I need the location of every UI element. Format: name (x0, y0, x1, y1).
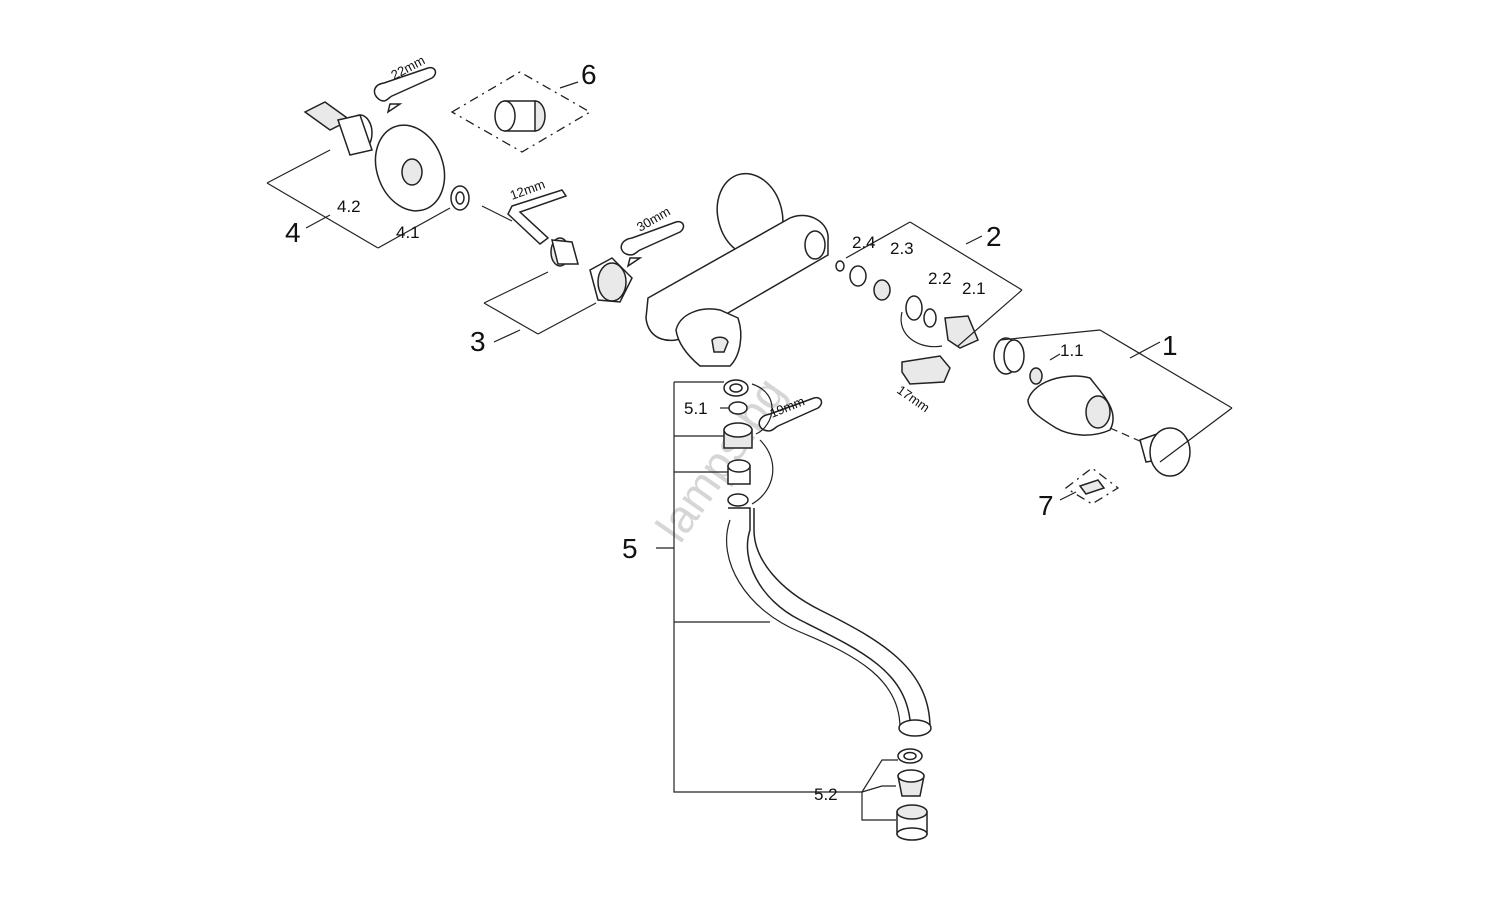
part-group-1: 1 1.1 (993, 329, 1233, 477)
callout-5: 5 (622, 533, 638, 564)
callout-4: 4 (285, 217, 301, 248)
hex-key-12mm: 12mm (481, 176, 568, 245)
socket-17mm: 17mm (894, 355, 951, 415)
part-2-4-washer (835, 260, 845, 272)
part-group-5: 5 5.1 5.2 (622, 379, 932, 841)
part-group-2: 2 2.4 2.3 2.2 2.1 (835, 221, 1023, 349)
callout-4-2: 4.2 (337, 197, 361, 216)
callout-2: 2 (986, 221, 1002, 252)
callout-3: 3 (470, 326, 486, 357)
callout-7: 7 (1038, 490, 1054, 521)
part-5-spout-pipe-outline (728, 507, 931, 730)
tool-label-17mm: 17mm (894, 382, 932, 415)
watermark-text: lamps.bg (646, 368, 796, 551)
part-2-2-valve-seat (873, 279, 891, 301)
part-5-spout-outlet (898, 719, 932, 737)
part-1-1-screw (1029, 367, 1043, 385)
faucet-body-arm (645, 214, 829, 342)
wrench-19mm: 19mm (751, 383, 823, 505)
part-5-ring (727, 493, 749, 507)
wrench-22mm: 22mm (373, 52, 437, 114)
part-1-cap (1149, 427, 1191, 477)
callout-5-2: 5.2 (814, 785, 838, 804)
part-group-3: 3 (470, 237, 633, 357)
callout-2-1: 2.1 (962, 279, 986, 298)
callout-6: 6 (581, 59, 597, 90)
callout-5-1: 5.1 (684, 399, 708, 418)
callout-1: 1 (1162, 330, 1178, 361)
part-group-6: 6 (450, 59, 597, 153)
faucet-body (645, 172, 829, 367)
part-5-1-o-ring (728, 401, 748, 415)
callout-2-4: 2.4 (852, 233, 876, 252)
part-2-3-seal (849, 265, 867, 287)
callout-1-1: 1.1 (1060, 341, 1084, 360)
part-2-1-o-ring (905, 295, 923, 321)
callout-4-1: 4.1 (396, 223, 420, 242)
part-7-dashed-box (1064, 467, 1120, 505)
faucet-body-handle-base (675, 308, 742, 367)
part-group-7: 7 (1038, 467, 1120, 521)
part-2-cartridge (944, 315, 979, 349)
callout-2-3: 2.3 (890, 239, 914, 258)
callout-2-2: 2.2 (928, 269, 952, 288)
wrench-30mm: 30mm (620, 204, 685, 268)
part-7-screw (1078, 479, 1106, 495)
part-group-4: 4.2 4.1 4 (266, 101, 470, 249)
